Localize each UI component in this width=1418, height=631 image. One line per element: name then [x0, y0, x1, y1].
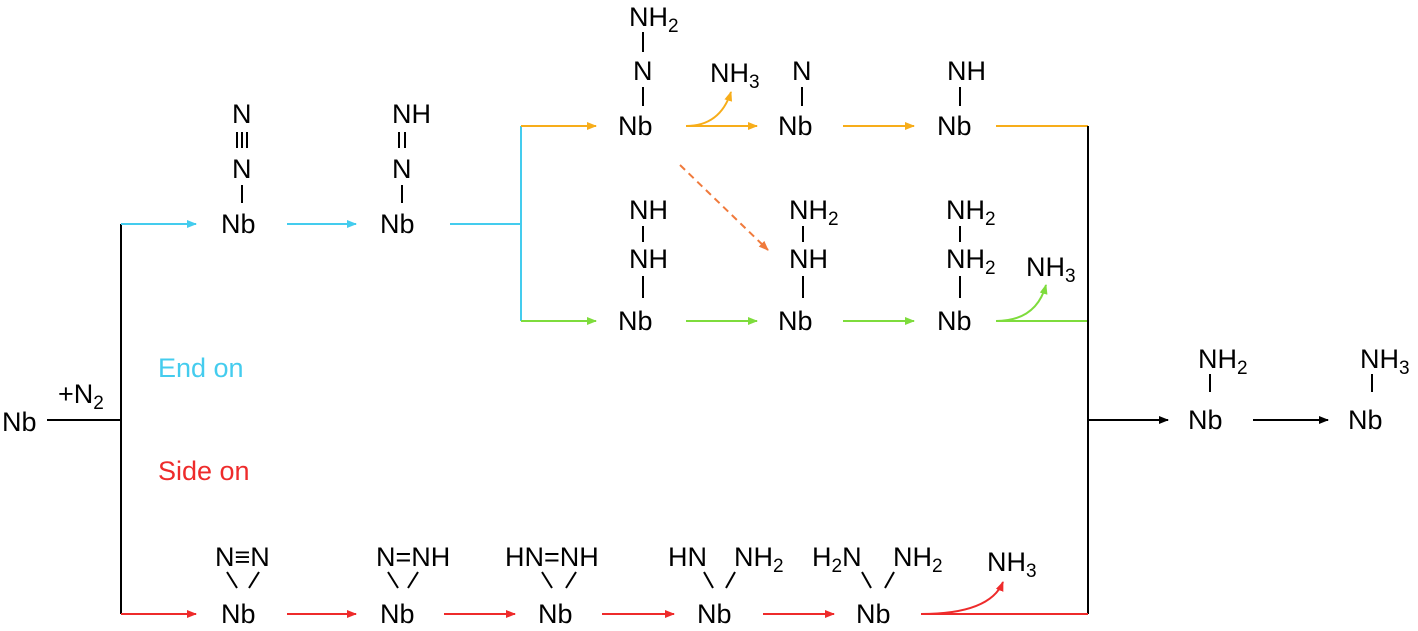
svg-text:N≡N: N≡N [215, 542, 270, 572]
species-nb-n: N Nb [778, 56, 813, 141]
side-on-nh3-byproduct: NH3 [987, 547, 1037, 582]
svg-text:NH2: NH2 [1198, 344, 1248, 379]
svg-text:NH: NH [629, 195, 668, 225]
svg-text:NH2: NH2 [734, 542, 784, 577]
svg-text:Nb: Nb [778, 306, 813, 336]
svg-text:HN: HN [668, 542, 707, 572]
species-side-on-n2: N≡N Nb [215, 542, 270, 629]
alternating-nh3-byproduct: NH3 [1026, 252, 1076, 287]
species-nb-n2-end-on: N N Nb [221, 99, 256, 239]
svg-text:Nb: Nb [856, 599, 891, 629]
alternating-nh3-release-arrow [995, 284, 1048, 322]
svg-text:Nb: Nb [618, 111, 653, 141]
side-on-label: Side on [158, 456, 250, 486]
svg-text:N: N [232, 99, 252, 129]
side-on-nh3-release-arrow [920, 581, 1004, 615]
svg-text:NH2: NH2 [629, 2, 679, 37]
svg-text:N=NH: N=NH [376, 542, 450, 572]
svg-text:Nb: Nb [221, 209, 256, 239]
svg-text:NH: NH [947, 56, 986, 86]
species-side-on-hn-nh2: HN NH2 Nb [668, 542, 784, 629]
svg-text:H2N: H2N [812, 542, 862, 577]
svg-text:Nb: Nb [778, 111, 813, 141]
species-nb-n-nh2: NH2 N Nb [618, 2, 679, 141]
svg-text:Nb: Nb [380, 599, 415, 629]
svg-text:Nb: Nb [1348, 405, 1383, 435]
species-nb-nh-nh: NH NH Nb [618, 195, 668, 336]
svg-text:Nb: Nb [618, 306, 653, 336]
species-nb-nh: NH Nb [937, 56, 986, 141]
end-on-label: End on [158, 353, 244, 383]
svg-text:N: N [792, 56, 812, 86]
svg-text:NH: NH [789, 244, 828, 274]
species-nb-n-nh: NH N Nb [380, 99, 431, 239]
species-nb-nh3-final: NH3 Nb [1348, 344, 1410, 435]
svg-text:NH3: NH3 [1360, 344, 1410, 379]
svg-text:Nb: Nb [697, 599, 732, 629]
species-side-on-n-nh: N=NH Nb [376, 542, 450, 629]
svg-text:NH2: NH2 [789, 195, 839, 230]
svg-text:NH: NH [392, 99, 431, 129]
svg-text:NH2: NH2 [946, 195, 996, 230]
species-nb-nh2-nh2: NH2 NH2 Nb [937, 195, 996, 336]
svg-text:NH2: NH2 [946, 244, 996, 279]
svg-text:HN=NH: HN=NH [505, 542, 599, 572]
distal-nh3-byproduct: NH3 [710, 58, 760, 93]
svg-text:Nb: Nb [1188, 405, 1223, 435]
svg-text:NH: NH [629, 244, 668, 274]
species-nb-nh-nh2: NH2 NH Nb [778, 195, 839, 336]
start-nb: Nb [2, 407, 37, 437]
svg-text:Nb: Nb [538, 599, 573, 629]
svg-text:Nb: Nb [380, 209, 415, 239]
species-side-on-h2n-nh2: H2N NH2 Nb [812, 542, 943, 629]
svg-text:Nb: Nb [937, 111, 972, 141]
svg-text:Nb: Nb [937, 306, 972, 336]
species-side-on-hn-nh: HN=NH Nb [505, 542, 599, 629]
svg-text:N: N [392, 154, 412, 184]
svg-text:Nb: Nb [221, 599, 256, 629]
svg-text:N: N [633, 56, 653, 86]
svg-text:NH2: NH2 [893, 542, 943, 577]
svg-text:N: N [232, 154, 252, 184]
cross-dashed-arrow [679, 164, 769, 251]
species-nb-nh2-final: NH2 Nb [1188, 344, 1248, 435]
distal-nh3-release-arrow [685, 91, 733, 127]
n2-addition-label: +N2 [58, 379, 104, 414]
